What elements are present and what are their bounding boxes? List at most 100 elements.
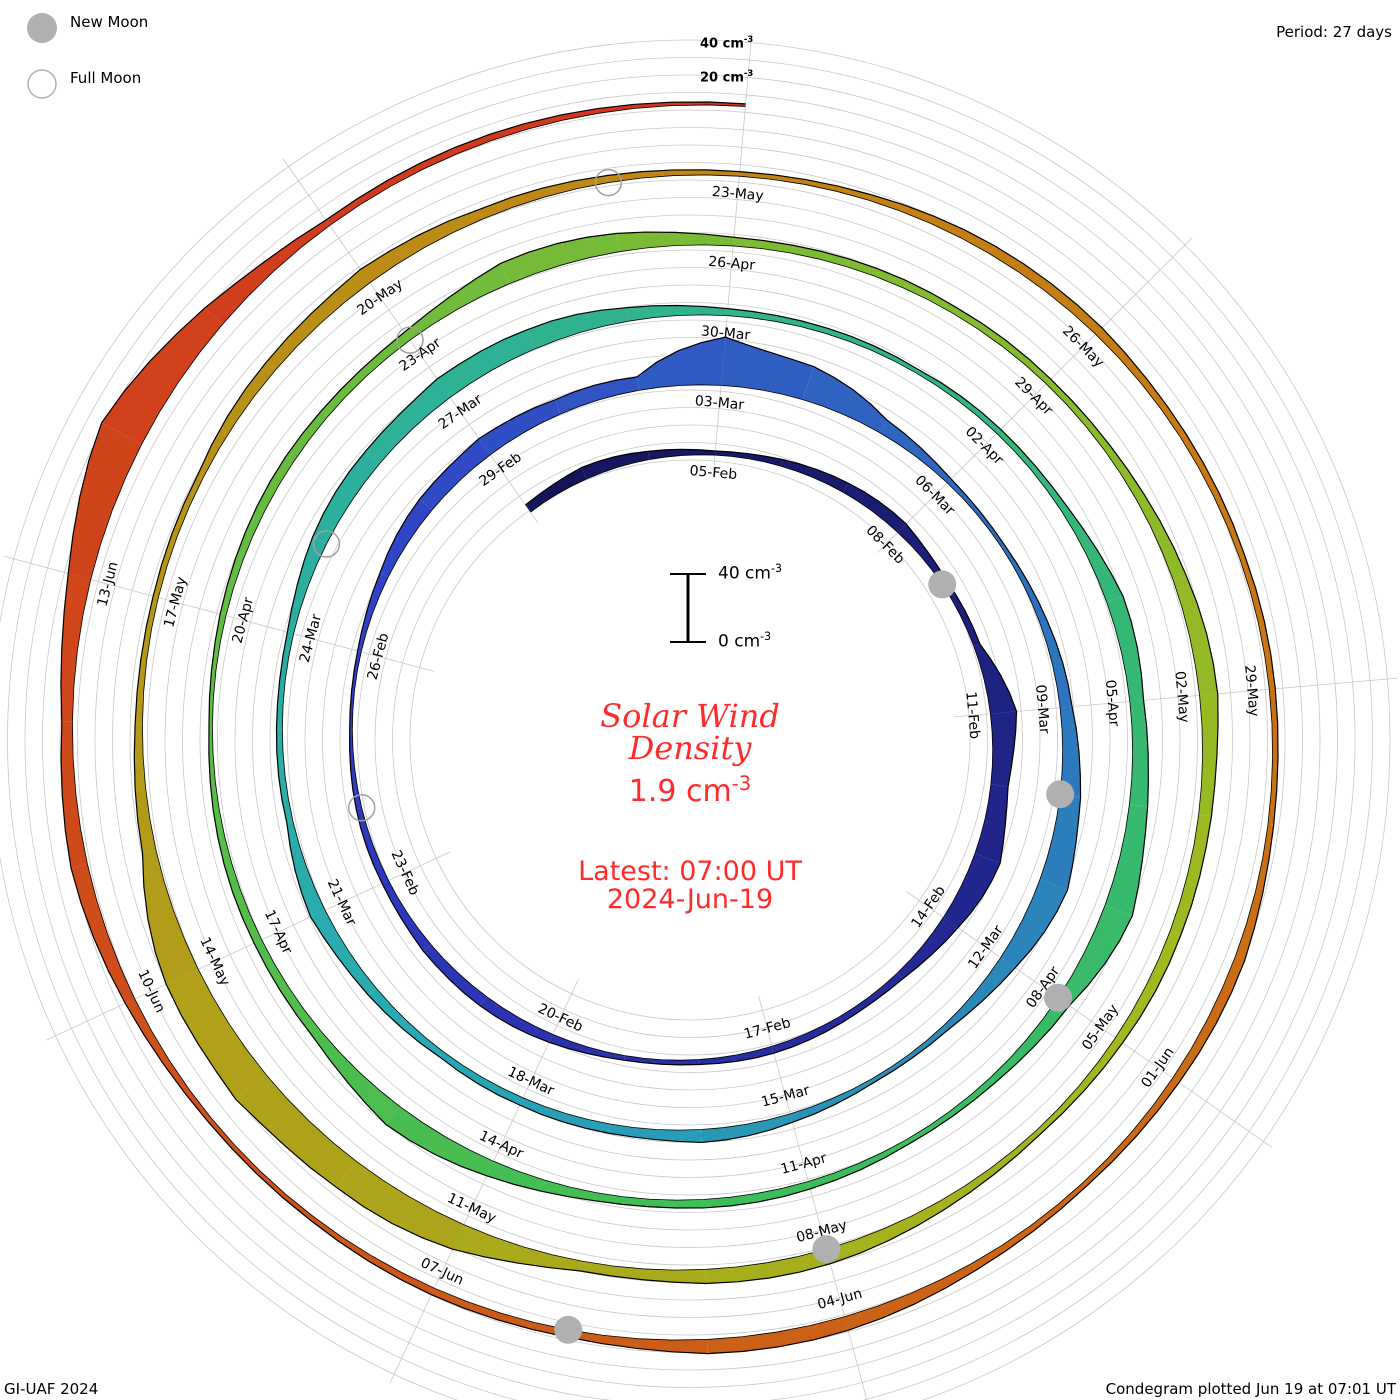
- new-moon-marker: [554, 1315, 583, 1344]
- density-day-segment: [478, 399, 561, 455]
- full-moon-marker: [396, 326, 424, 354]
- full-moon-marker: [594, 168, 623, 197]
- date-label: 30-Mar: [700, 323, 751, 343]
- grid-circle: [252, 302, 1128, 1178]
- grid-circle: [199, 249, 1181, 1231]
- grid-circle: [217, 267, 1163, 1213]
- density-outline: [60, 101, 1279, 1355]
- date-label: 26-Feb: [365, 631, 393, 681]
- density-day-segment: [265, 269, 370, 371]
- density-day-segment: [975, 784, 1009, 864]
- density-day-segment: [1046, 379, 1128, 475]
- density-day-segment: [1170, 814, 1212, 936]
- density-day-segment: [1000, 879, 1068, 968]
- density-day-segment: [1040, 794, 1081, 890]
- grid-spoke: [906, 891, 1272, 1148]
- grid-circle: [42, 92, 1338, 1388]
- full-moon-legend-icon: [27, 69, 57, 99]
- density-day-segment: [990, 997, 1070, 1083]
- date-label: 17-Feb: [742, 1015, 792, 1043]
- density-day-segment: [527, 307, 629, 349]
- density-day-segment: [207, 1118, 314, 1221]
- grid-circle: [182, 232, 1198, 1248]
- density-day-segment: [1180, 434, 1245, 558]
- date-label: 09-Mar: [1032, 684, 1052, 735]
- date-label: 13-Jun: [94, 560, 121, 608]
- density-day-segment: [360, 209, 483, 283]
- date-label: 11-Feb: [962, 691, 982, 740]
- density-day-segment: [581, 451, 649, 480]
- density-day-segment: [204, 219, 330, 325]
- density-day-segment: [615, 232, 734, 252]
- density-day-segment: [1115, 930, 1181, 1043]
- density-day-segment: [1040, 621, 1073, 708]
- density-day-segment: [990, 711, 1017, 787]
- density-day-segment: [153, 474, 204, 598]
- new-moon-marker: [812, 1235, 841, 1264]
- density-day-segment: [525, 467, 587, 513]
- density-day-segment: [1120, 469, 1187, 580]
- density-day-segment: [943, 957, 1016, 1030]
- density-day-segment: [607, 169, 740, 183]
- date-label: 24-Mar: [297, 612, 325, 664]
- chart-title-line2: Density: [628, 729, 752, 767]
- grid-circle: [269, 319, 1111, 1161]
- density-day-segment: [1172, 956, 1245, 1083]
- density-day-segment: [802, 366, 888, 433]
- current-value: 1.9 cm-3: [628, 772, 752, 809]
- density-day-segment: [404, 263, 509, 341]
- density-day-segment: [419, 438, 491, 511]
- density-day-segment: [454, 108, 599, 154]
- new-moon-marker: [1044, 983, 1073, 1012]
- density-day-segment: [101, 308, 223, 445]
- grid-circle: [0, 39, 1391, 1400]
- grid-circle: [112, 162, 1268, 1318]
- density-day-segment: [626, 305, 728, 322]
- date-label: 29-May: [1241, 664, 1261, 717]
- footer-credit: GI-UAF 2024: [4, 1380, 99, 1398]
- density-day-segment: [727, 308, 827, 334]
- density-day-segment: [839, 972, 903, 1023]
- full-moon-marker: [347, 794, 376, 822]
- density-day-segment: [197, 362, 275, 478]
- density-day-segment: [701, 1113, 793, 1143]
- new-moon-legend-icon: [27, 13, 57, 43]
- density-day-segment: [1173, 575, 1218, 696]
- grid-spoke: [953, 677, 1398, 718]
- density-day-segment: [208, 726, 225, 838]
- density-day-segment: [320, 332, 410, 418]
- new-moon-legend-label: New Moon: [70, 13, 149, 31]
- density-day-segment: [989, 245, 1103, 335]
- density-day-segment: [367, 988, 444, 1057]
- density-day-segment: [336, 1161, 464, 1250]
- density-day-segment: [431, 1288, 569, 1338]
- date-label: 03-Mar: [694, 393, 745, 413]
- density-day-segment: [707, 1316, 849, 1354]
- density-day-segment: [1001, 545, 1048, 624]
- date-label: 20-Apr: [230, 595, 258, 645]
- density-day-segment: [1058, 904, 1133, 1006]
- density-day-segment: [519, 1097, 611, 1134]
- density-day-segment: [790, 1078, 875, 1123]
- density-day-segment: [365, 378, 451, 464]
- density-day-segment: [68, 422, 142, 580]
- density-day-segment: [135, 596, 159, 725]
- outer-scale-20: 20 cm-3: [700, 68, 754, 86]
- density-day-segment: [549, 1034, 625, 1061]
- density-day-segment: [942, 581, 980, 646]
- density-day-segment: [842, 483, 907, 533]
- density-day-segment: [938, 1129, 1041, 1211]
- density-day-segment: [580, 1261, 706, 1284]
- scale-bottom-label: 0 cm-3: [718, 630, 772, 652]
- density-day-segment: [597, 102, 746, 114]
- density-day-segment: [1235, 824, 1274, 961]
- new-moon-marker: [928, 570, 957, 599]
- date-label: 15-Mar: [760, 1082, 812, 1110]
- scale-bar: [670, 573, 706, 643]
- grid-spoke: [282, 158, 539, 524]
- footer-plotted: Condegram plotted Jun 19 at 07:01 UT: [1105, 1380, 1396, 1398]
- grid-spoke: [877, 237, 1193, 553]
- period-label: Period: 27 days: [1276, 23, 1392, 41]
- density-day-segment: [479, 996, 553, 1043]
